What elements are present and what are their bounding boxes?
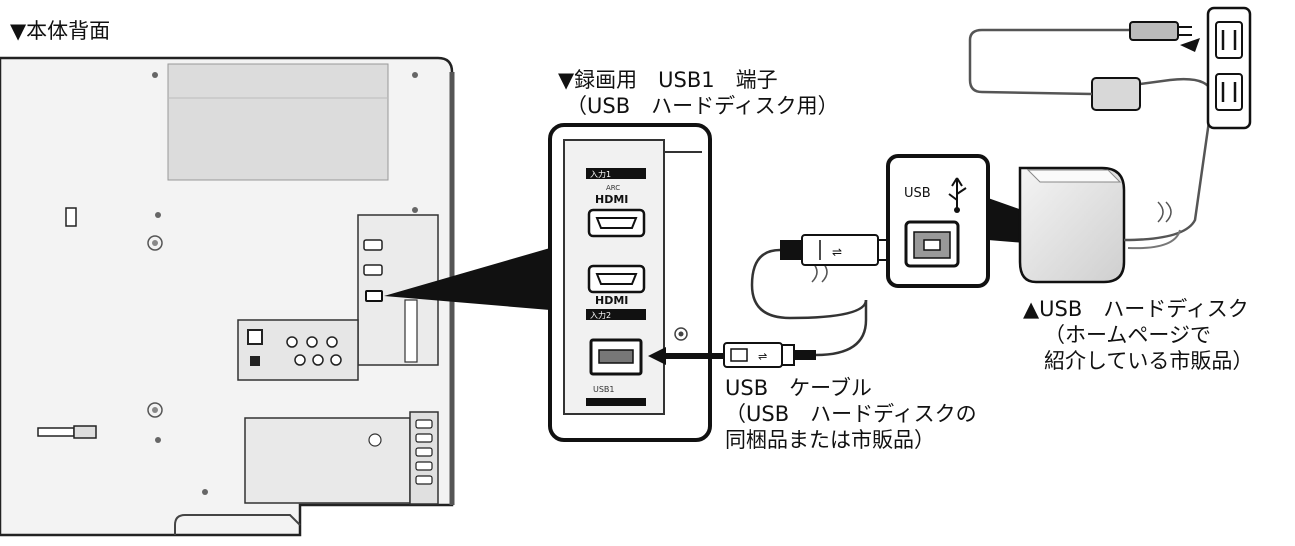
hdd-port-usb-text: USB [904, 186, 931, 201]
lower-cover [244, 417, 411, 504]
usb1-port-small [365, 290, 383, 302]
terminal-zoom-panel: 入力1 ARC HDMI HDMI 入力2 USB1 [548, 123, 712, 442]
wall-outlet [1206, 6, 1252, 130]
ac-adapter [1091, 77, 1141, 111]
hdmi-port-bottom [587, 264, 646, 294]
usb-a-plug [723, 342, 783, 368]
mark-hdmi-top: HDMI [595, 193, 628, 206]
callout-beam [384, 248, 550, 310]
tv-rear-illustration [0, 56, 455, 537]
hdd-label-line1: ▲USB ハードディスク [1023, 297, 1249, 321]
cable-label-line3: 同梱品または市販品） [725, 428, 935, 452]
mark-arc: ARC [606, 184, 620, 192]
plug-arrow [1180, 38, 1200, 52]
usb-hard-disk [1018, 166, 1126, 284]
insert-arrow [648, 347, 724, 365]
cable-label-line1: USB ケーブル [725, 376, 872, 400]
usb-symbol-plug-b: ⇌ [832, 245, 842, 259]
hdd-port-zoom: USB [886, 154, 1050, 288]
hdmi-port-top [587, 208, 646, 238]
cable-label-line2: （USB ハードディスクの [725, 402, 977, 426]
mark-hdmi-bottom: HDMI [595, 294, 628, 307]
hdd-label-line3: 紹介している市販品） [1044, 349, 1254, 373]
mark-usb1: USB1 [593, 385, 615, 394]
mark-input1: 入力1 [590, 169, 611, 179]
hdd-label-line2: （ホームページで [1044, 323, 1211, 347]
rec-port-label-line2: （USB ハードディスク用） [566, 94, 839, 118]
top-vent-area [167, 63, 389, 181]
rear-view-heading: ▼本体背面 [10, 19, 111, 43]
usb-symbol-plug-a: ⇌ [758, 350, 767, 363]
usb-cable: ⇌ ⇌ [648, 234, 897, 368]
rec-port-label-line1: ▼録画用 USB1 端子 [558, 68, 778, 92]
mark-input2: 入力2 [590, 310, 611, 320]
power-adapter-cable [968, 21, 1214, 250]
